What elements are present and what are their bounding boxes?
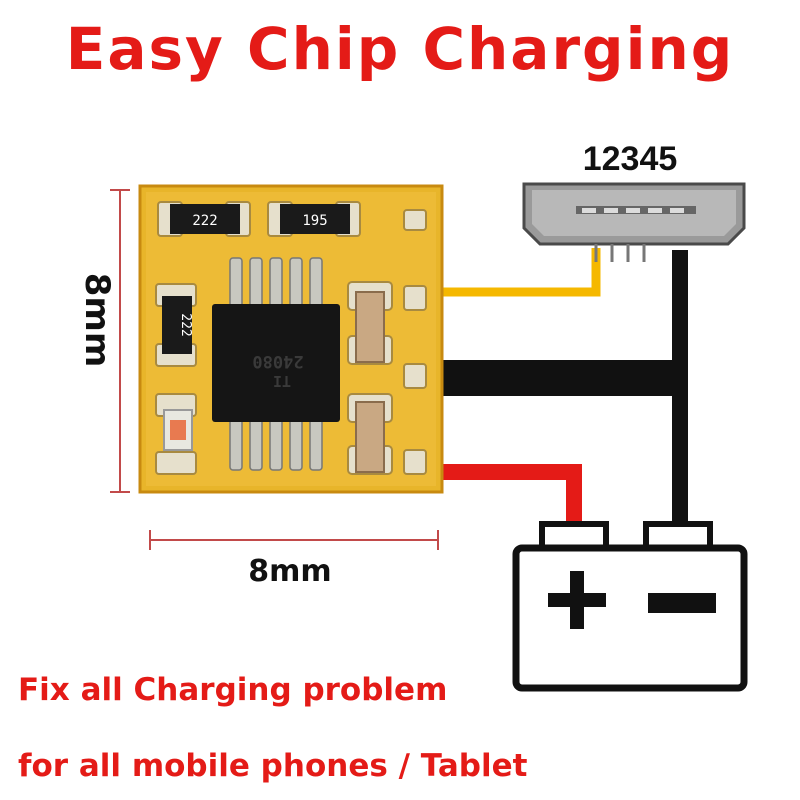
wires (440, 248, 688, 560)
svg-text:TI: TI (273, 372, 291, 390)
charging-ic: 24080 TI (212, 304, 340, 422)
battery (512, 521, 748, 692)
pcb-board: 222 195 222 (138, 184, 444, 494)
tagline-line-1: Fix all Charging problem (18, 672, 448, 708)
tagline-line-2: for all mobile phones / Tablet (18, 748, 528, 784)
svg-text:195: 195 (302, 213, 327, 229)
connector-pin-label: 12345 (582, 140, 678, 178)
led (163, 409, 193, 451)
minus-symbol (648, 593, 716, 613)
capacitor-top (355, 291, 385, 363)
svg-text:24080: 24080 (252, 351, 303, 371)
width-dimension-line (149, 530, 439, 550)
svg-text:222: 222 (178, 313, 193, 336)
height-dimension-line (110, 189, 130, 493)
resistor-top-right: 195 (280, 204, 350, 234)
svg-text:222: 222 (192, 213, 217, 229)
page-title: Easy Chip Charging (65, 15, 735, 83)
height-dimension-label: 8mm (77, 272, 117, 368)
resistor-left: 222 (162, 296, 193, 354)
positive-wire (440, 464, 582, 528)
resistor-top-left: 222 (170, 204, 240, 234)
usb-connector (522, 182, 746, 262)
width-dimension-label: 8mm (248, 554, 332, 589)
plus-symbol (548, 571, 606, 629)
signal-wire (440, 248, 601, 297)
capacitor-bottom (355, 401, 385, 473)
